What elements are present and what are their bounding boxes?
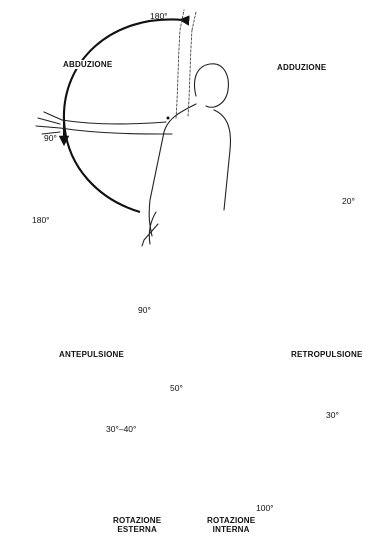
rotazione-esterna-angle-label: 30°–40°: [106, 425, 136, 434]
rotazione-interna-label: ROTAZIONE INTERNA: [206, 516, 256, 534]
rotazione-interna-line1: ROTAZIONE: [207, 516, 255, 525]
rotazione-esterna-label: ROTAZIONE ESTERNA: [112, 516, 162, 534]
adduzione-20-label: 20°: [342, 197, 355, 206]
retropulsione-50-label: 50°: [170, 384, 183, 393]
rotazione-interna-line2: INTERNA: [207, 525, 255, 534]
antepulsione-label: ANTEPULSIONE: [58, 350, 125, 359]
abduzione-180-label: 180°: [150, 12, 168, 21]
rotazione-esterna-line1: ROTAZIONE: [113, 516, 161, 525]
rotazione-interna-100-label: 100°: [256, 504, 274, 513]
rotazione-esterna-line2: ESTERNA: [113, 525, 161, 534]
abduzione-arc: [64, 19, 183, 212]
abduzione-figure: [36, 10, 230, 246]
antepulsione-90-label: 90°: [138, 306, 151, 315]
retropulsione-label: RETROPULSIONE: [290, 350, 364, 359]
antepulsione-180-label: 180°: [32, 216, 50, 225]
abduzione-90-label: 90°: [44, 134, 57, 143]
abduzione-label: ABDUZIONE: [62, 60, 113, 69]
rotazione-interna-30-label: 30°: [326, 411, 339, 420]
adduzione-label: ADDUZIONE: [276, 63, 327, 72]
